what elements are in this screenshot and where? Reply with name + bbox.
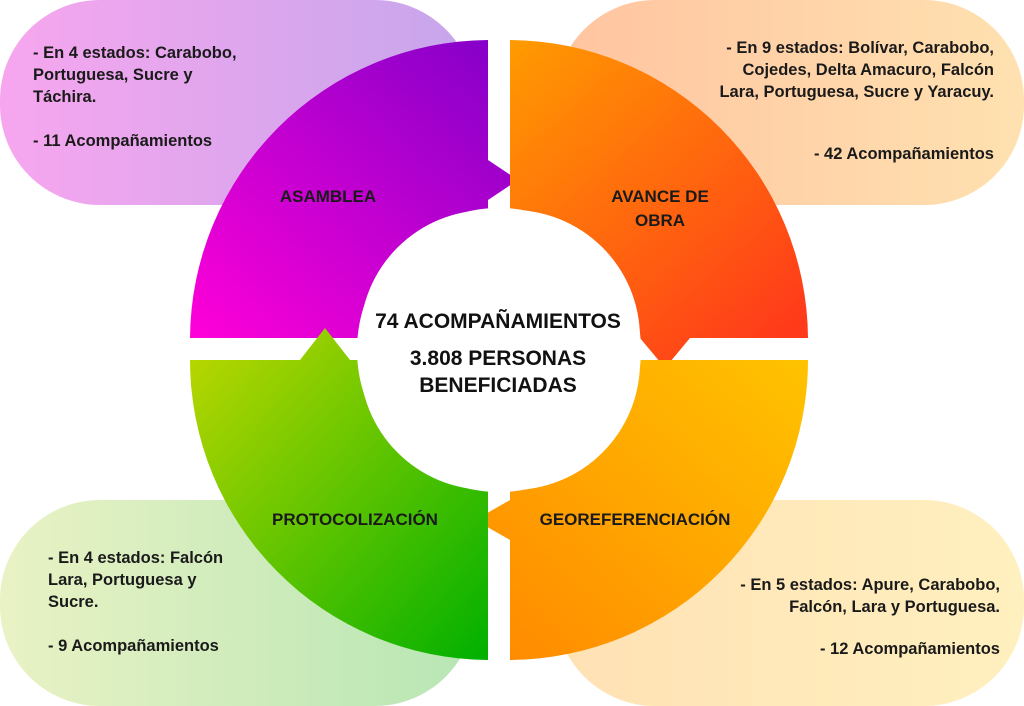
- states-line: Falcón, Lara y Portuguesa.: [789, 598, 1000, 616]
- center-circle: [357, 208, 641, 492]
- states-line: Lara, Portuguesa y: [48, 571, 197, 589]
- segment-label-avance-de-obra: AVANCE DE OBRA: [570, 185, 750, 233]
- segment-georeferenciacion: [475, 360, 808, 660]
- states-line: Táchira.: [33, 88, 97, 106]
- segment-label-avance-line1: AVANCE DE: [611, 187, 709, 206]
- count-line: - 9 Acompañamientos: [48, 637, 219, 655]
- card-text-protocolizacion: - En 4 estados: Falcón Lara, Portuguesa …: [48, 547, 278, 657]
- segment-avance-de-obra: [510, 40, 808, 368]
- count-line: - 12 Acompañamientos: [819, 640, 1000, 658]
- segment-label-georeferenciacion: GEOREFERENCIACIÓN: [539, 510, 731, 529]
- center-subtitle-line2: BENEFICIADAS: [419, 374, 577, 397]
- center-subtitle: 3.808 PERSONAS BENEFICIADAS: [350, 345, 646, 399]
- segment-label-asamblea: ASAMBLEA: [279, 187, 377, 206]
- center-title: 74 ACOMPAÑAMIENTOS: [375, 310, 621, 333]
- count-line: - 42 Acompañamientos: [813, 145, 994, 163]
- states-line: Lara, Portuguesa, Sucre y Yaracuy.: [719, 83, 994, 101]
- states-line: - En 4 estados: Carabobo,: [33, 44, 237, 62]
- states-line: Cojedes, Delta Amacuro, Falcón: [742, 61, 994, 79]
- card-text-avance-de-obra: - En 9 estados: Bolívar, Carabobo, Cojed…: [664, 37, 994, 165]
- card-text-asamblea: - En 4 estados: Carabobo, Portuguesa, Su…: [33, 42, 293, 152]
- card-text-georeferenciacion: - En 5 estados: Apure, Carabobo, Falcón,…: [680, 574, 1000, 660]
- count-line: - 11 Acompañamientos: [33, 132, 213, 150]
- states-line: - En 9 estados: Bolívar, Carabobo,: [726, 39, 994, 57]
- states-line: Sucre.: [48, 593, 99, 611]
- segment-asamblea: [190, 40, 518, 338]
- states-line: Portuguesa, Sucre y: [33, 66, 193, 84]
- states-line: - En 5 estados: Apure, Carabobo,: [740, 576, 1000, 594]
- segment-label-avance-line2: OBRA: [634, 211, 686, 230]
- segment-protocolizacion: [190, 328, 488, 660]
- center-subtitle-line1: 3.808 PERSONAS: [409, 347, 587, 370]
- segment-label-protocolizacion: PROTOCOLIZACIÓN: [272, 510, 438, 529]
- states-line: - En 4 estados: Falcón: [48, 549, 224, 567]
